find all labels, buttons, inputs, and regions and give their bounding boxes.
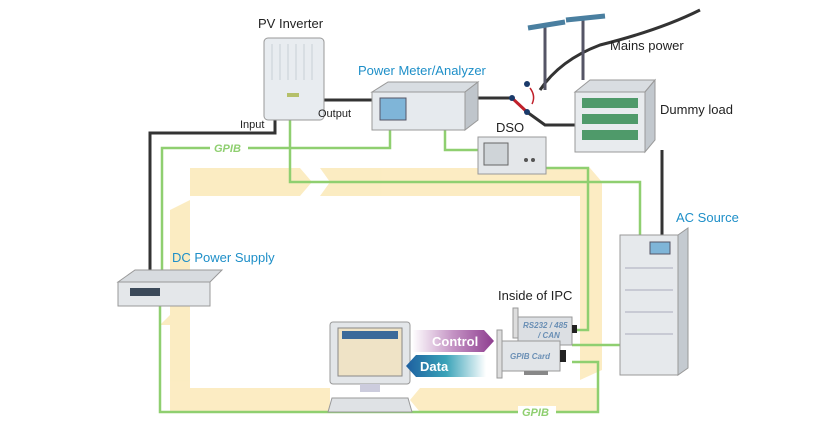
mains-power-label: Mains power [610,38,684,53]
ac-source-label: AC Source [676,210,739,225]
svg-text:GPIB Card: GPIB Card [510,352,551,361]
svg-text:RS232 / 485: RS232 / 485 [523,321,568,330]
dso-label: DSO [496,120,524,135]
ac-source-device [619,227,689,376]
dc-power-supply-device [116,269,224,307]
utility-pole-icon [527,13,606,90]
data-arrow: Data [406,355,486,377]
pv-inverter-label: PV Inverter [258,16,324,31]
gpib-card: GPIB Card [496,329,566,379]
gpib-top-label: GPIB [214,143,241,155]
inside-ipc-label: Inside of IPC [498,288,572,303]
power-meter-device [370,80,480,132]
power-meter-label: Power Meter/Analyzer [358,63,487,78]
flow-band [160,168,602,412]
output-label: Output [318,108,351,120]
rs232-card: RS232 / 485 / CAN [512,307,577,346]
computer-device [327,321,413,413]
dummy-load-label: Dummy load [660,102,733,117]
svg-text:/ CAN: / CAN [537,331,560,340]
dso-device [477,136,547,175]
svg-text:Control: Control [432,334,478,349]
pv-inverter-device [263,37,325,121]
dummy-load-device [573,78,657,154]
control-arrow: Control [412,330,494,352]
power-lines [148,8,701,290]
gpib-lines [158,118,642,414]
switch-icon [509,81,535,115]
dc-power-supply-label: DC Power Supply [172,250,275,265]
svg-text:Data: Data [420,359,449,374]
gpib-bottom-label: GPIB [522,407,549,419]
input-label: Input [240,119,264,131]
